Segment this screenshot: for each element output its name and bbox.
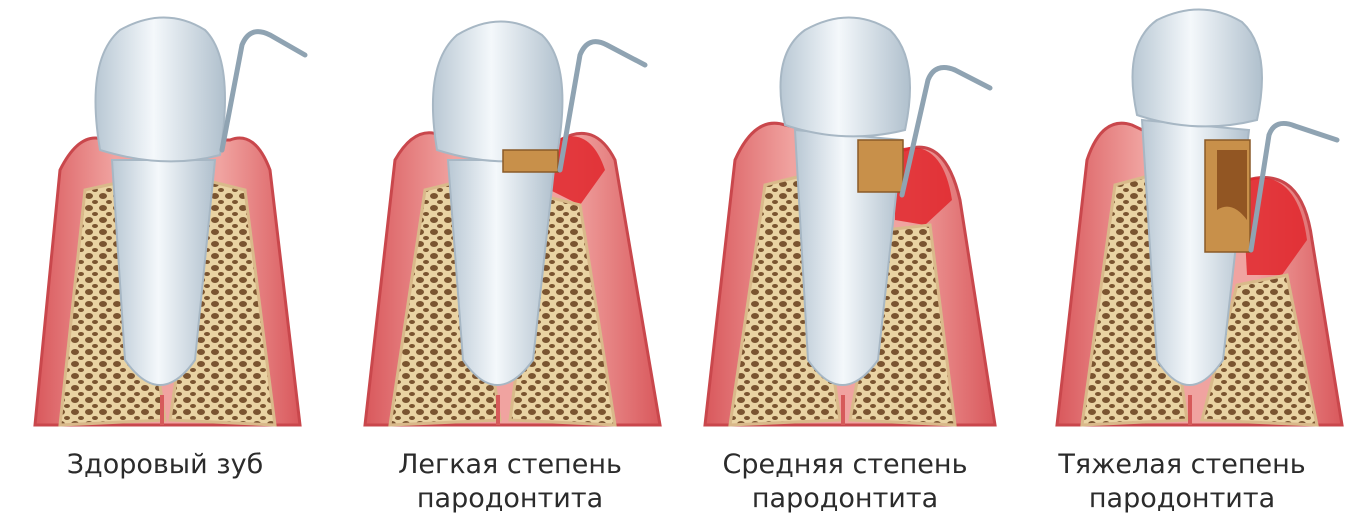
periodontal-probe-icon [222,32,305,150]
caption-moderate: Средняя степень пародонтита [680,448,1010,516]
moderate-periodontitis-illustration [680,0,1010,440]
panel-moderate: Средняя степень пародонтита [680,0,1010,520]
panel-severe: Тяжелая степень пародонтита [1017,0,1347,520]
caption-line-2: пародонтита [345,482,675,516]
caption-mild: Легкая степень пародонтита [345,448,675,516]
tartar-deposit [503,150,558,172]
panel-mild: Легкая степень пародонтита [345,0,675,520]
caption-healthy: Здоровый зуб [0,448,330,482]
caption-line-1: Тяжелая степень [1017,448,1347,482]
caption-line-1: Здоровый зуб [0,448,330,482]
panel-healthy: Здоровый зуб [0,0,330,520]
severe-periodontitis-illustration [1017,0,1347,440]
caption-line-1: Легкая степень [345,448,675,482]
caption-line-2: пародонтита [680,482,1010,516]
caption-severe: Тяжелая степень пародонтита [1017,448,1347,516]
tartar-deposit [858,140,903,192]
healthy-tooth-illustration [0,0,330,440]
mild-periodontitis-illustration [345,0,675,440]
caption-line-2: пародонтита [1017,482,1347,516]
caption-line-1: Средняя степень [680,448,1010,482]
